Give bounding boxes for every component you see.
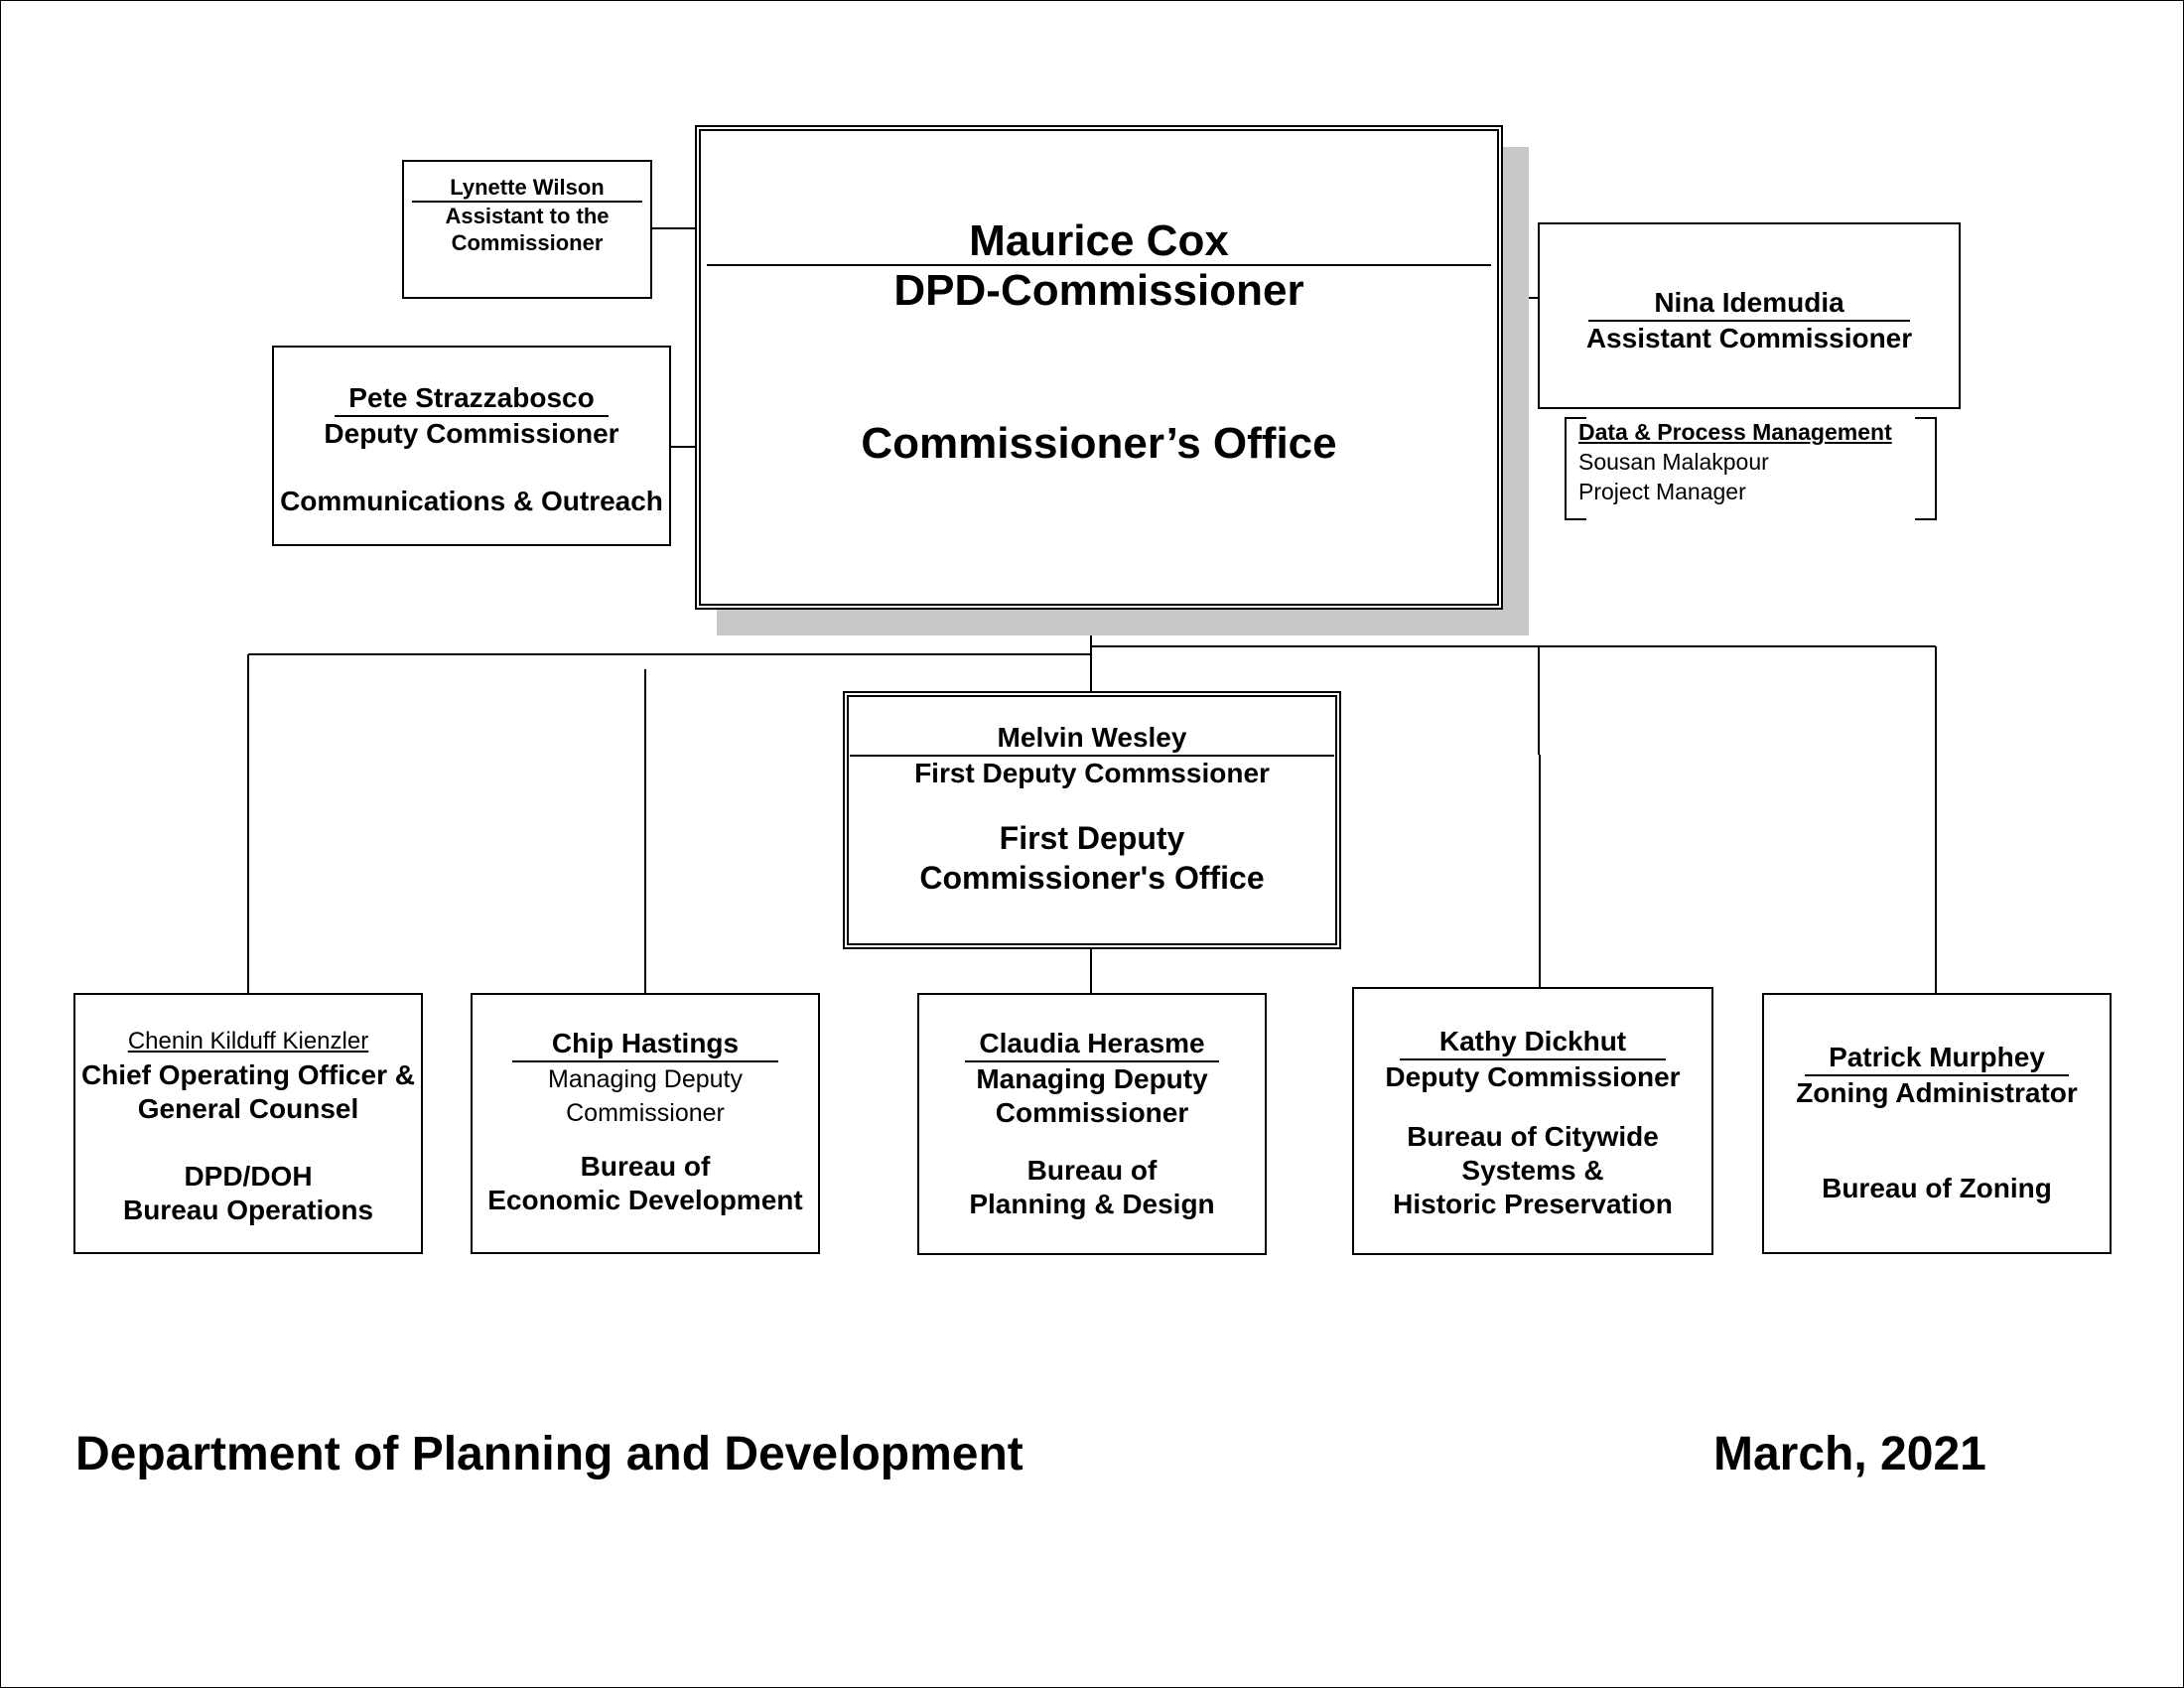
assistant-commissioner-box: Nina Idemudia Assistant Commissioner bbox=[1538, 222, 1961, 409]
planning-title-line1: Managing Deputy bbox=[976, 1063, 1208, 1094]
first-deputy-spacer bbox=[849, 790, 1335, 818]
citywide-bureau-box: Kathy Dickhut Deputy Commissioner Bureau… bbox=[1352, 987, 1713, 1255]
data-process-heading: Data & Process Management bbox=[1578, 419, 1892, 445]
assistant-title-line2: Commissioner bbox=[451, 230, 604, 255]
economic-unit-line2: Economic Development bbox=[487, 1185, 803, 1215]
zoning-unit: Bureau of Zoning bbox=[1822, 1173, 2052, 1203]
operations-title-line2: General Counsel bbox=[137, 1093, 359, 1124]
chart-date: March, 2021 bbox=[1713, 1428, 1986, 1480]
data-process-title: Project Manager bbox=[1578, 479, 1746, 504]
assistant-commissioner-title: Assistant Commissioner bbox=[1585, 323, 1913, 353]
first-deputy-box: Melvin Wesley First Deputy Commssioner F… bbox=[843, 691, 1341, 949]
planning-unit-line1: Bureau of bbox=[1026, 1155, 1158, 1186]
data-process-management-block: Data & Process Management Sousan Malakpo… bbox=[1565, 417, 1937, 522]
citywide-unit-line2: Systems & bbox=[1461, 1155, 1604, 1186]
assistant-commissioner-name: Nina Idemudia bbox=[1588, 286, 1910, 322]
zoning-title: Zoning Administrator bbox=[1796, 1077, 2078, 1108]
planning-head-name: Claudia Herasme bbox=[965, 1027, 1219, 1062]
operations-spacer bbox=[75, 1126, 421, 1160]
department-name: Department of Planning and Development bbox=[75, 1428, 1024, 1480]
assistant-title-line1: Assistant to the bbox=[445, 204, 610, 228]
first-deputy-office-line1: First Deputy bbox=[999, 820, 1185, 856]
zoning-spacer bbox=[1764, 1110, 2110, 1172]
communications-name: Pete Strazzabosco bbox=[335, 381, 609, 417]
bracket-right bbox=[1915, 417, 1937, 520]
zoning-bureau-box: Patrick Murphey Zoning Administrator Bur… bbox=[1762, 993, 2112, 1254]
operations-unit-line1: DPD/DOH bbox=[184, 1161, 313, 1192]
commissioner-name: Maurice Cox bbox=[969, 216, 1229, 265]
operations-unit-line2: Bureau Operations bbox=[122, 1195, 374, 1225]
communications-unit: Communications & Outreach bbox=[280, 486, 663, 516]
data-process-name: Sousan Malakpour bbox=[1578, 449, 1769, 475]
economic-spacer bbox=[473, 1130, 818, 1150]
economic-head-name: Chip Hastings bbox=[511, 1027, 779, 1062]
economic-unit-line1: Bureau of bbox=[580, 1151, 711, 1182]
first-deputy-title: First Deputy Commssioner bbox=[914, 758, 1270, 788]
first-deputy-name: Melvin Wesley bbox=[997, 722, 1187, 753]
communications-spacer bbox=[274, 451, 669, 485]
assistant-name: Lynette Wilson bbox=[450, 175, 605, 200]
citywide-unit-line3: Historic Preservation bbox=[1393, 1189, 1673, 1219]
operations-title-line1: Chief Operating Officer & bbox=[80, 1059, 416, 1090]
first-deputy-divider bbox=[850, 755, 1334, 757]
communications-title: Deputy Commissioner bbox=[324, 418, 619, 449]
citywide-spacer bbox=[1354, 1094, 1711, 1120]
citywide-head-name: Kathy Dickhut bbox=[1399, 1025, 1667, 1060]
zoning-head-name: Patrick Murphey bbox=[1805, 1041, 2069, 1076]
planning-spacer bbox=[919, 1130, 1265, 1154]
commissioner-office: Commissioner’s Office bbox=[861, 419, 1337, 468]
operations-head-name: Chenin Kilduff Kienzler bbox=[127, 1028, 369, 1055]
economic-title-line2: Commissioner bbox=[566, 1099, 725, 1127]
economic-title-line1: Managing Deputy bbox=[548, 1065, 743, 1093]
planning-unit-line2: Planning & Design bbox=[969, 1189, 1215, 1219]
commissioner-title: DPD-Commissioner bbox=[893, 266, 1304, 315]
commissioner-divider bbox=[707, 264, 1491, 266]
planning-bureau-box: Claudia Herasme Managing Deputy Commissi… bbox=[917, 993, 1267, 1255]
economic-bureau-box: Chip Hastings Managing Deputy Commission… bbox=[471, 993, 820, 1254]
first-deputy-office-line2: Commissioner's Office bbox=[919, 860, 1265, 896]
operations-bureau-box: Chenin Kilduff Kienzler Chief Operating … bbox=[73, 993, 423, 1254]
assistant-to-commissioner-box: Lynette Wilson Assistant to the Commissi… bbox=[402, 160, 652, 299]
communications-box: Pete Strazzabosco Deputy Commissioner Co… bbox=[272, 346, 671, 546]
assistant-divider bbox=[412, 201, 642, 203]
commissioner-box: Maurice Cox DPD-Commissioner Commissione… bbox=[695, 125, 1503, 610]
citywide-title: Deputy Commissioner bbox=[1385, 1061, 1681, 1092]
planning-title-line2: Commissioner bbox=[995, 1097, 1189, 1128]
citywide-unit-line1: Bureau of Citywide bbox=[1407, 1121, 1659, 1152]
bracket-left bbox=[1565, 417, 1586, 520]
